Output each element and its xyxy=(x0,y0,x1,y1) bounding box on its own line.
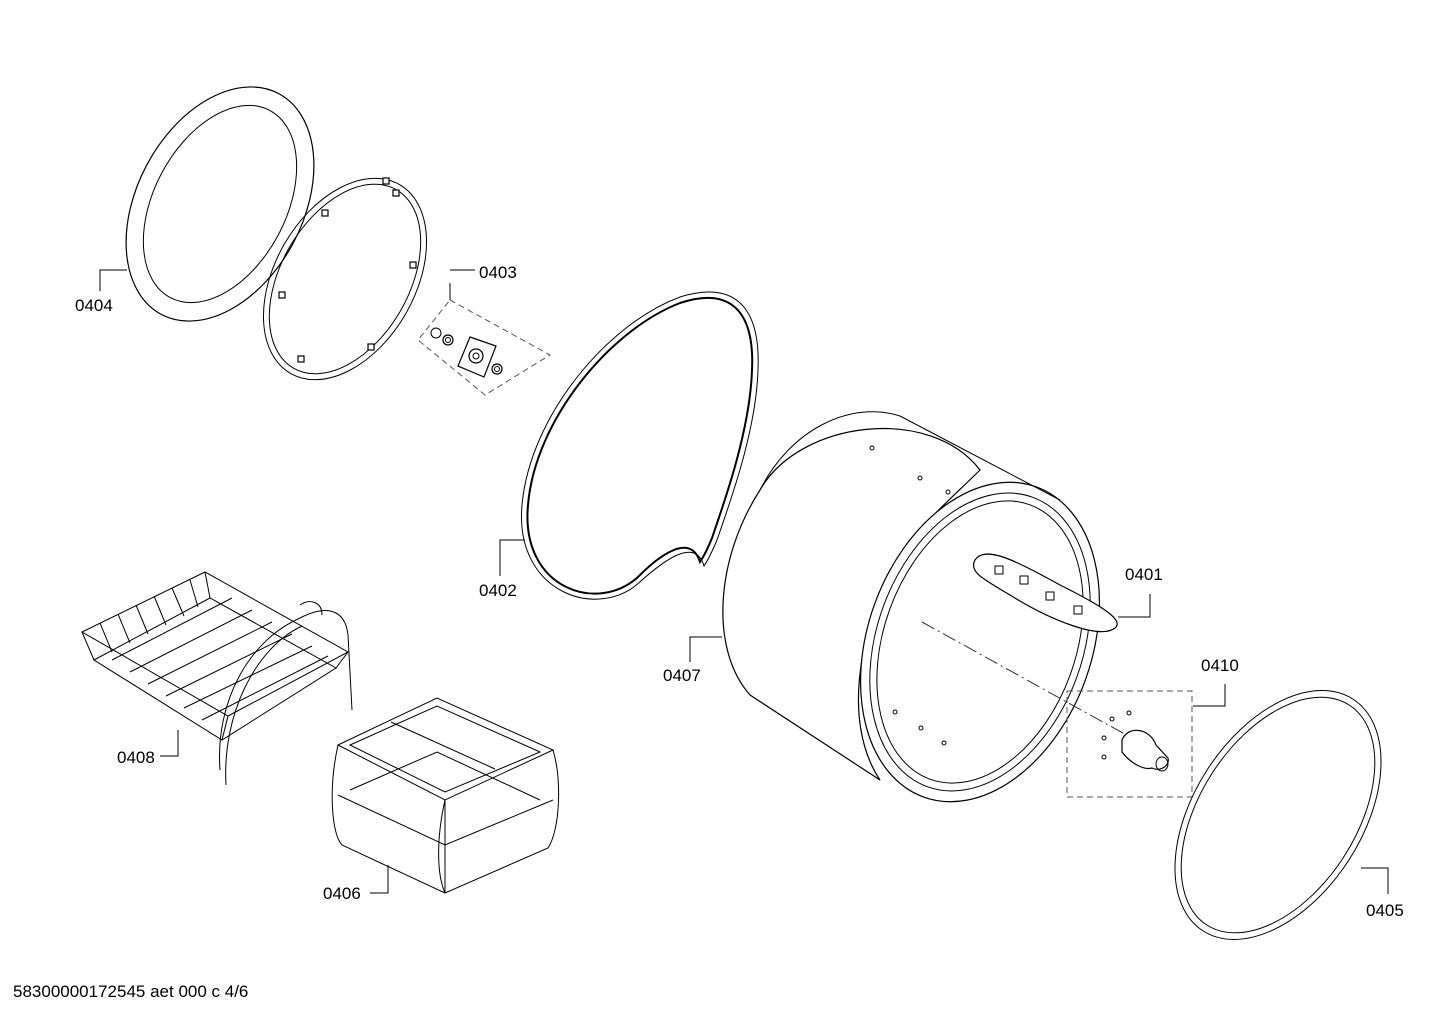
drum-axis-line xyxy=(921,621,1151,749)
part-0410-shaft-assembly[interactable] xyxy=(1066,690,1193,798)
part-0407-drum[interactable] xyxy=(722,411,1142,836)
part-0404-door-ring[interactable] xyxy=(88,55,352,354)
part-0408-drying-rack[interactable] xyxy=(80,571,353,786)
leader-lines xyxy=(99,269,1389,894)
label-0410: 0410 xyxy=(1201,656,1239,675)
label-0407: 0407 xyxy=(663,666,701,685)
part-0405-rear-seal[interactable] xyxy=(1132,654,1423,977)
door-frame-ring[interactable] xyxy=(230,150,460,409)
label-0408: 0408 xyxy=(117,748,155,767)
label-0402: 0402 xyxy=(479,581,517,600)
part-0401-drum-baffle[interactable] xyxy=(972,553,1118,633)
label-0403: 0403 xyxy=(479,263,517,282)
label-0405: 0405 xyxy=(1366,901,1404,920)
label-0401: 0401 xyxy=(1125,565,1163,584)
part-0403-bearing-assembly[interactable] xyxy=(417,299,551,396)
part-0406-shelf[interactable] xyxy=(331,697,560,894)
drawing-reference-number: 58300000172545 aet 000 c 4/6 xyxy=(13,982,248,1001)
label-0406: 0406 xyxy=(323,884,361,903)
label-0404: 0404 xyxy=(75,296,113,315)
part-0402-drive-belt[interactable] xyxy=(521,291,759,600)
